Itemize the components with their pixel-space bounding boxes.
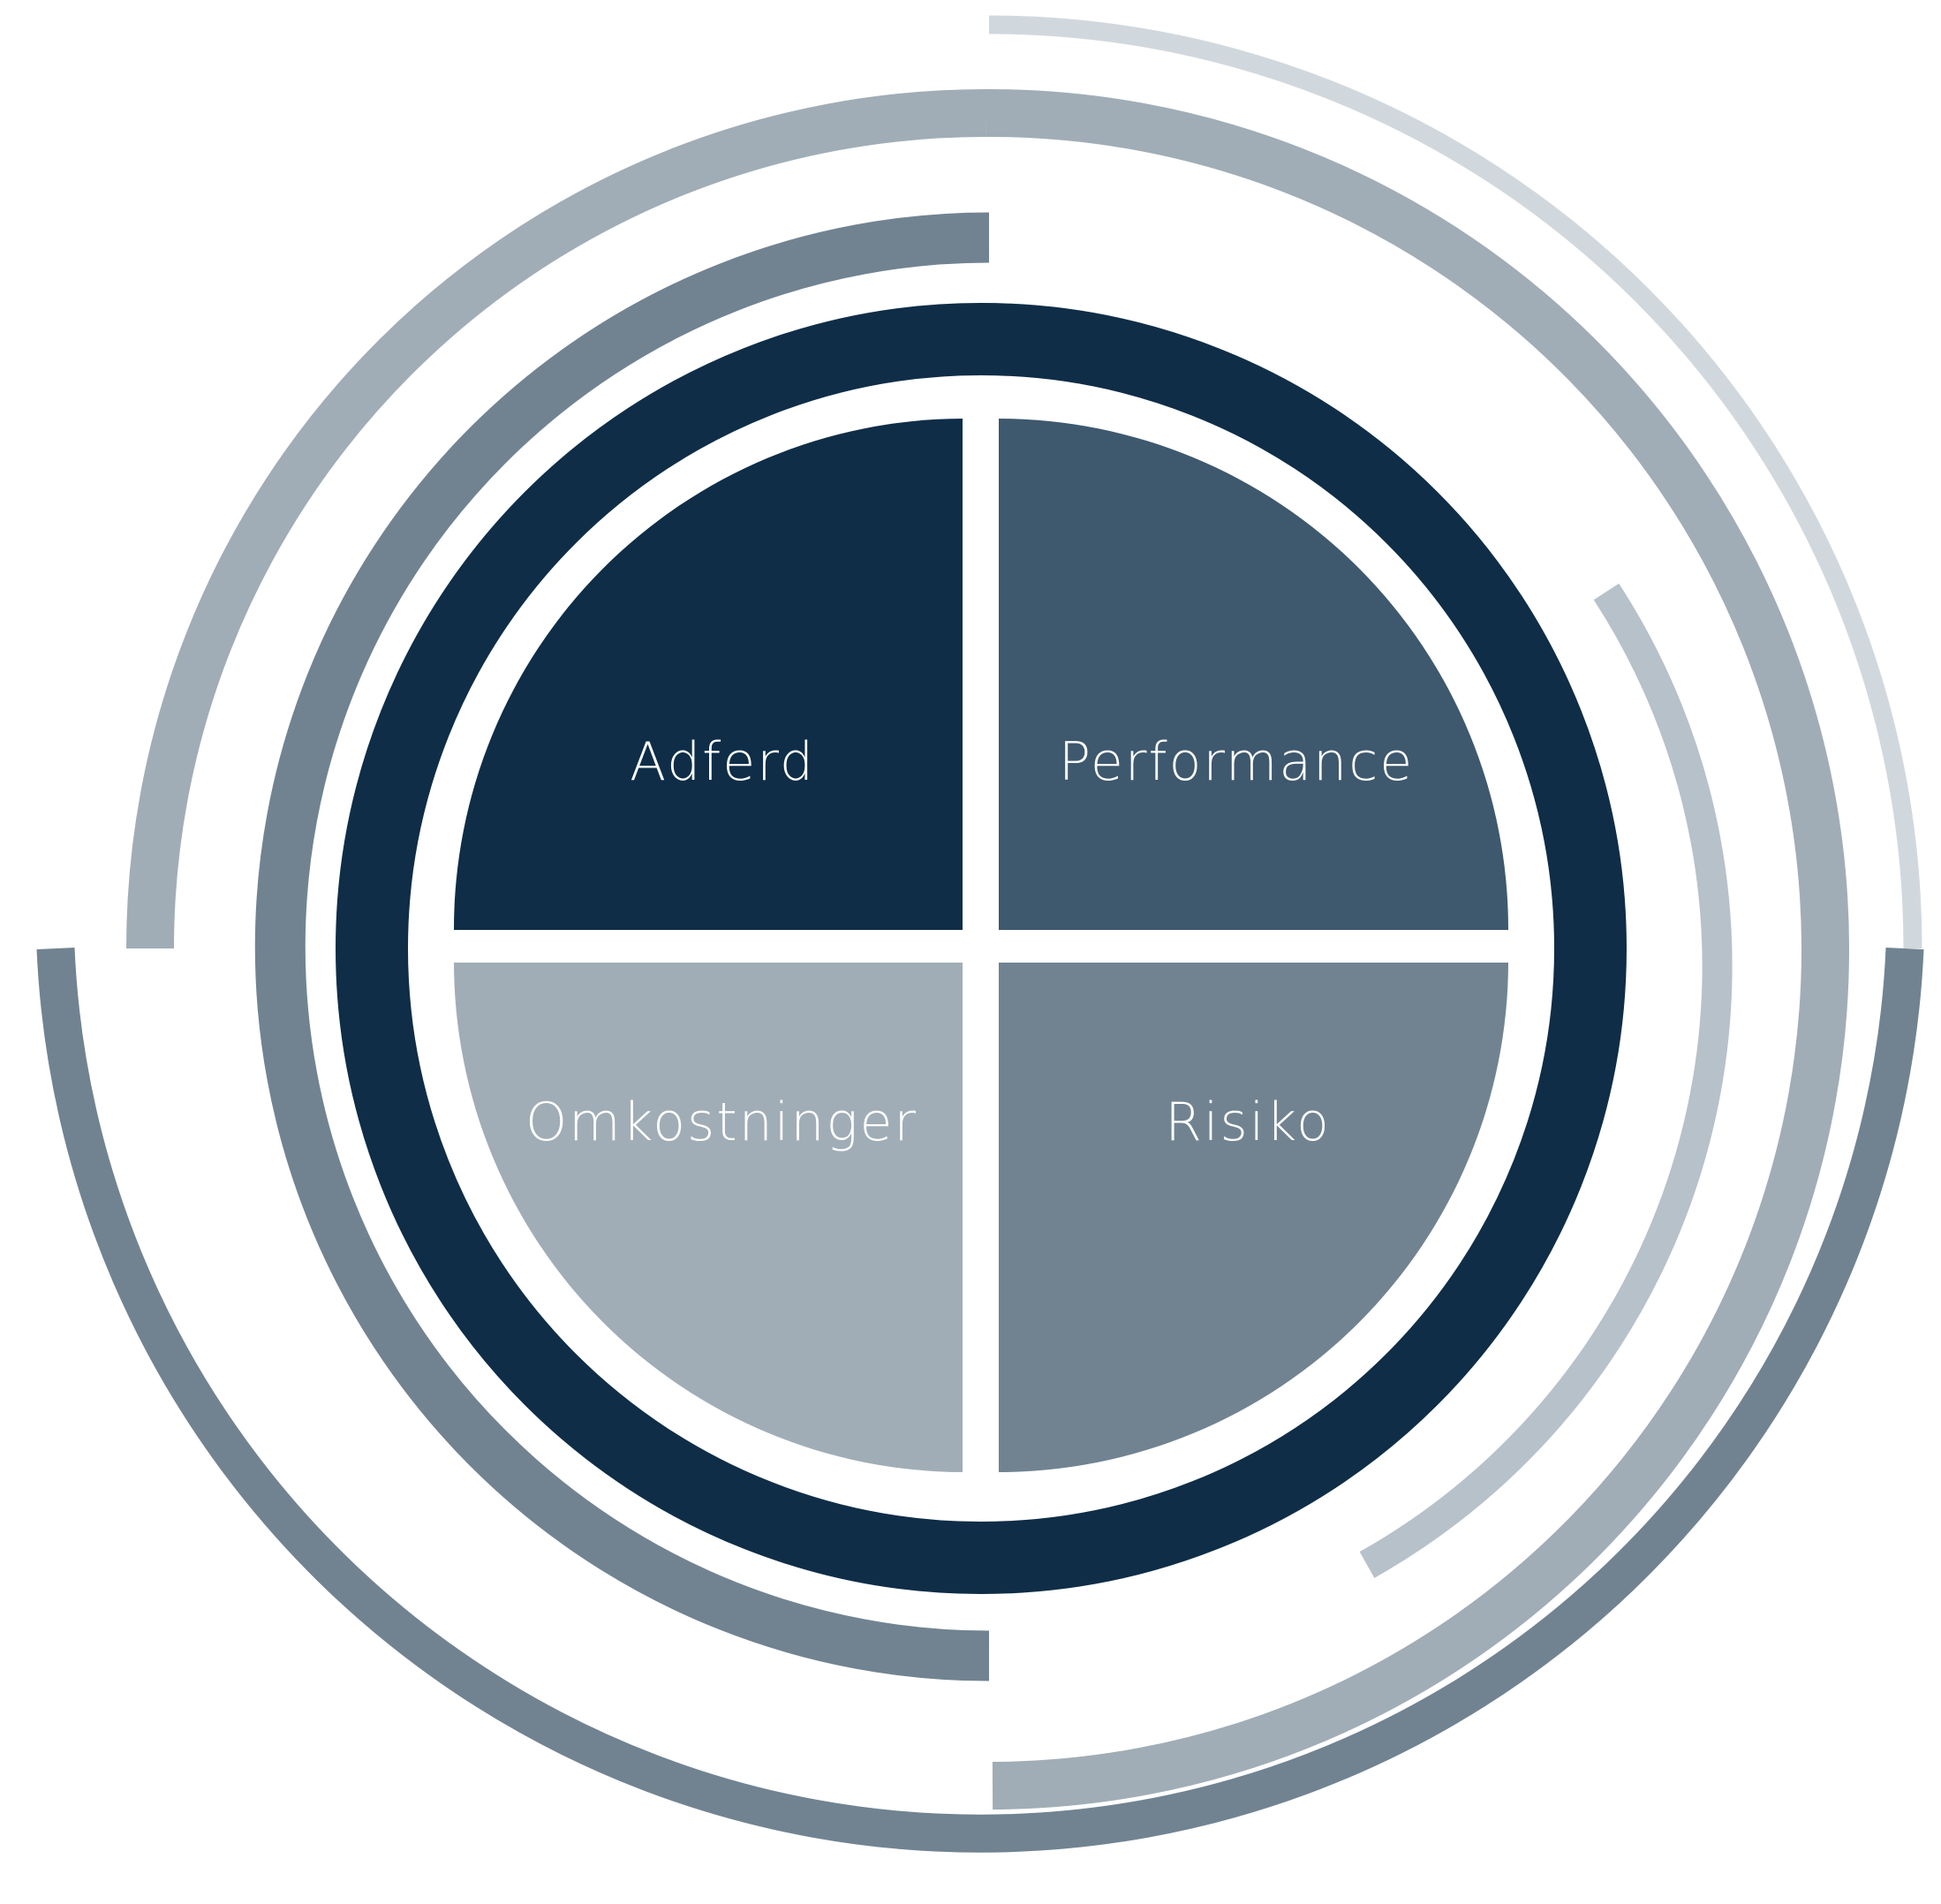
outer-arc-steel-left bbox=[254, 212, 990, 1681]
outer-arc-gray-right bbox=[985, 88, 1849, 1810]
label-risiko: Risiko bbox=[1165, 1092, 1331, 1153]
outer-arc-steel-bottom bbox=[36, 948, 1924, 1853]
label-adferd: Adferd bbox=[630, 731, 815, 793]
quadrant-risiko bbox=[999, 963, 1508, 1472]
outer-arc-gray-left bbox=[126, 89, 986, 949]
outer-arc-lightest bbox=[988, 15, 1922, 949]
quadrant-omkostninger bbox=[454, 963, 963, 1472]
outer-arc-pale-right bbox=[1359, 583, 1733, 1578]
main-ring bbox=[336, 303, 1627, 1594]
label-omkostninger: Omkostninger bbox=[525, 1092, 918, 1153]
quadrant-adferd bbox=[453, 419, 963, 930]
quadrant-performance bbox=[999, 419, 1509, 930]
label-performance: Performance bbox=[1059, 731, 1414, 793]
